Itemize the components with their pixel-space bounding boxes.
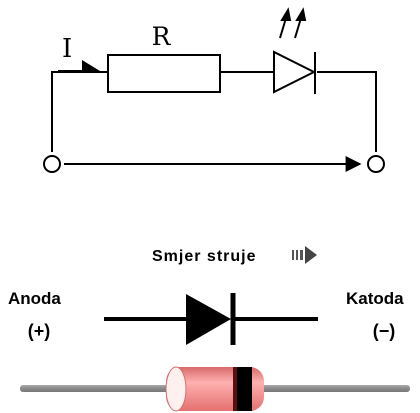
cathode-label: Katoda	[346, 289, 404, 308]
terminal-right	[367, 155, 385, 173]
component-cathode-band	[236, 367, 252, 411]
component-body-end	[165, 366, 187, 412]
diode-triangle	[186, 294, 231, 345]
led-triangle	[273, 50, 317, 94]
current-label: I	[62, 34, 72, 64]
current-arrow-head	[82, 60, 100, 71]
terminal-left	[43, 155, 61, 173]
light-emission-icon	[279, 7, 307, 39]
resistor-label: R	[152, 22, 172, 51]
anode-label: Anoda	[8, 289, 61, 308]
diode-symbol	[104, 293, 318, 345]
diode-component	[20, 366, 410, 412]
resistor	[107, 54, 221, 93]
wire-right	[317, 71, 377, 152]
cathode-sign: (−)	[373, 321, 396, 341]
circuit	[43, 50, 385, 173]
direction-arrow-icon	[292, 246, 317, 264]
anode-sign: (+)	[28, 321, 51, 341]
wire-left	[51, 71, 108, 152]
direction-label: Smjer struje	[152, 248, 256, 265]
